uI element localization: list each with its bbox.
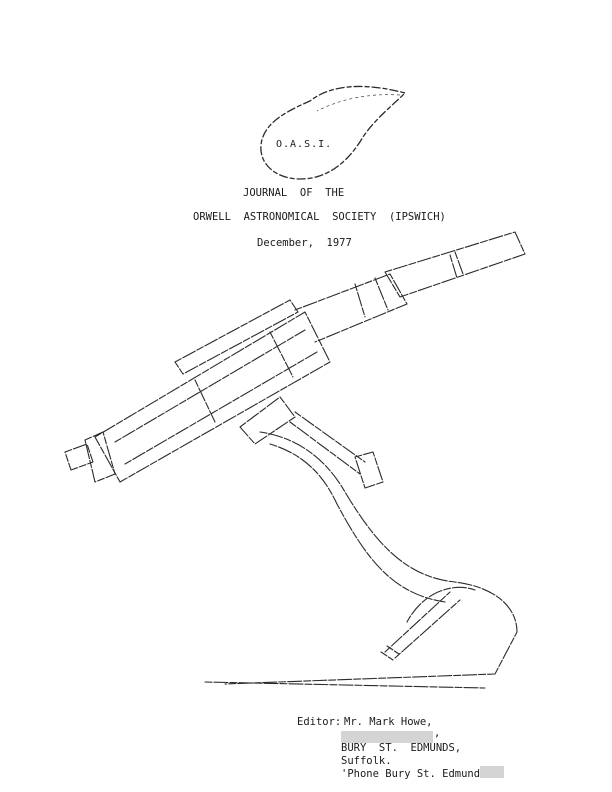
redacted-street-address — [341, 731, 433, 743]
editor-label: Editor: — [297, 716, 342, 728]
journal-title-line-2: ORWELL ASTRONOMICAL SOCIETY (IPSWICH) — [193, 211, 446, 223]
editor-town: BURY ST. EDMUNDS, — [341, 742, 462, 754]
telescope-illustration — [64, 231, 526, 689]
editor-phone: 'Phone Bury St. Edmunds — [341, 768, 487, 780]
comet-logo-icon — [260, 85, 407, 180]
editor-county: Suffolk. — [341, 755, 392, 767]
journal-title-line-1: JOURNAL OF THE — [243, 187, 345, 199]
issue-date: December, 1977 — [257, 237, 352, 249]
editor-name: Mr. Mark Howe, — [344, 716, 433, 728]
logo-text: O.A.S.I. — [276, 139, 333, 150]
redacted-phone-number — [480, 766, 504, 778]
address-comma: , — [434, 727, 441, 739]
